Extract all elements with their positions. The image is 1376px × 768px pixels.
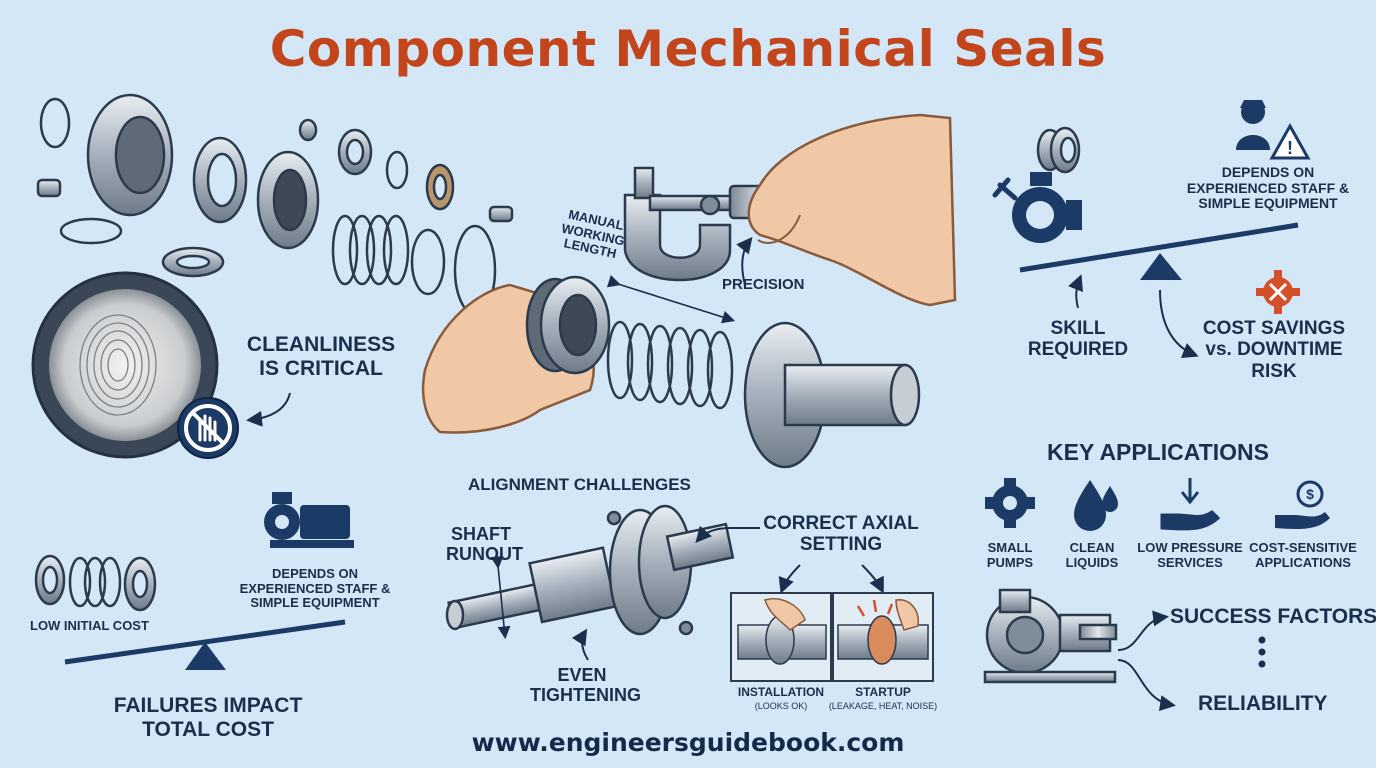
depends-label-top: DEPENDS ON EXPERIENCED STAFF & SIMPLE EQ…	[1186, 164, 1350, 212]
gear-tool-icon	[1256, 270, 1300, 314]
failures-impact-label: FAILURES IMPACT TOTAL COST	[113, 694, 303, 741]
installation-panel	[730, 592, 832, 682]
spring-on-shaft-icon	[606, 320, 734, 410]
exploded-seal-parts	[36, 93, 514, 316]
shaft-sleeve-icon	[743, 321, 921, 469]
cost-savings-label: COST SAVINGS vs. DOWNTIME RISK	[1202, 318, 1346, 382]
startup-label: STARTUP	[855, 685, 911, 699]
droplets-icon	[1074, 480, 1118, 531]
mini-spring-seal-icon	[34, 554, 157, 612]
spring-icon	[331, 214, 410, 286]
fingerprint-icon	[79, 314, 157, 416]
application-small-pumps: SMALL PUMPS	[986, 540, 1034, 570]
pump-icon	[985, 478, 1035, 528]
mini-seal-icon	[1036, 126, 1081, 174]
hand-arrow-icon	[1160, 478, 1221, 531]
pump-wrench-icon	[992, 172, 1082, 243]
svg-text:!: !	[1287, 138, 1293, 158]
shaft-runout-label: SHAFT RUNOUT	[446, 524, 523, 565]
depends-label-bottom: DEPENDS ON EXPERIENCED STAFF & SIMPLE EQ…	[239, 566, 391, 611]
reliability-label: RELIABILITY	[1198, 692, 1328, 715]
page-title: Component Mechanical Seals	[269, 20, 1107, 78]
seesaw-beam-top	[1019, 222, 1299, 273]
success-factors-label: SUCCESS FACTORS	[1170, 605, 1376, 628]
seesaw-pivot-top	[1140, 253, 1182, 280]
contaminated-seal-face	[31, 271, 239, 459]
hand-top-right-icon	[747, 113, 957, 307]
installation-note: (LOOKS OK)	[754, 701, 808, 711]
footer-url[interactable]: www.engineersguidebook.com	[471, 728, 905, 757]
key-applications-heading: KEY APPLICATIONS	[1047, 439, 1269, 465]
low-initial-cost-label: LOW INITIAL COST	[30, 618, 149, 633]
precision-label: PRECISION	[722, 276, 805, 293]
application-cost-sensitive: COST-SENSITIVE APPLICATIONS	[1249, 540, 1357, 570]
skill-required-label: SKILL REQUIRED	[1027, 318, 1129, 361]
startup-note: (LEAKAGE, HEAT, NOISE)	[828, 701, 938, 711]
o-ring-icon	[39, 97, 71, 149]
even-tightening-label: EVEN TIGHTENING	[530, 665, 641, 706]
motor-pump-icon	[264, 492, 354, 548]
centrifugal-pump-icon	[983, 588, 1118, 684]
installation-label: INSTALLATION	[737, 685, 825, 699]
correct-axial-setting-label: CORRECT AXIAL SETTING	[763, 513, 919, 556]
seesaw-pivot-bottom	[185, 642, 226, 670]
application-clean-liquids: CLEAN LIQUIDS	[1065, 540, 1119, 570]
svg-text:$: $	[1306, 486, 1314, 502]
alignment-challenges-label: ALIGNMENT CHALLENGES	[468, 475, 691, 494]
worker-warning-icon: !	[1236, 100, 1311, 160]
no-touch-icon	[177, 397, 239, 459]
startup-panel	[832, 592, 934, 682]
application-low-pressure: LOW PRESSURE SERVICES	[1137, 540, 1243, 570]
dots-icon	[1258, 636, 1266, 668]
cleanliness-label: CLEANLINESS IS CRITICAL	[246, 333, 396, 380]
money-hand-icon: $	[1275, 480, 1330, 529]
seal-head-in-hand-icon	[525, 275, 611, 375]
